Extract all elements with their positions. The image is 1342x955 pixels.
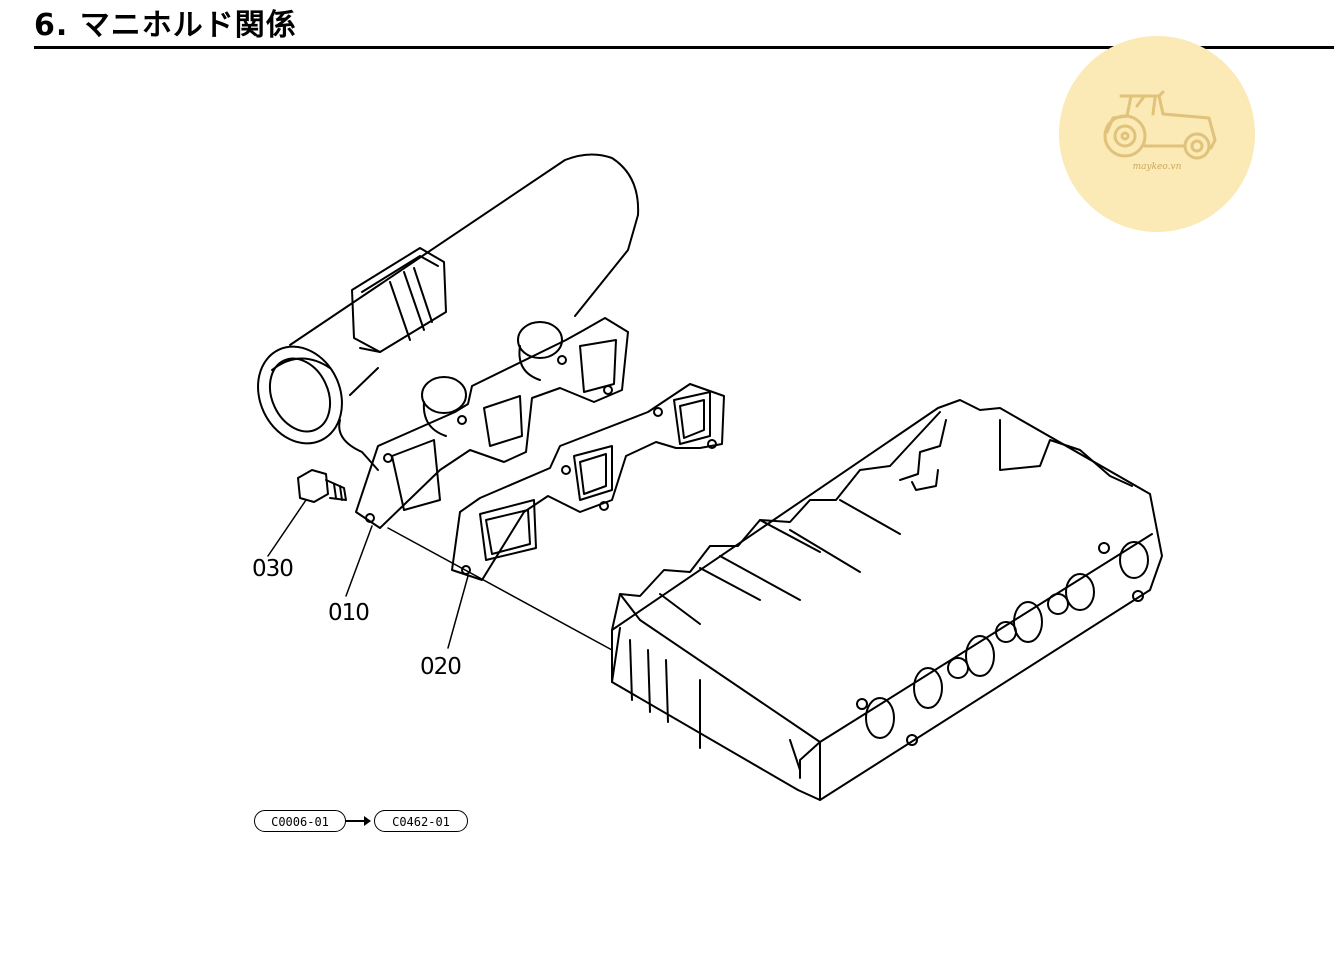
title-underline bbox=[34, 46, 1334, 49]
part-label-010: 010 bbox=[328, 600, 370, 626]
gasket-drawing bbox=[451, 383, 725, 581]
manifold-flange bbox=[355, 317, 629, 529]
bolt-drawing bbox=[297, 469, 347, 503]
watermark-text: maykeo.vn bbox=[1132, 162, 1182, 172]
page-title: 6. マニホルド関係 bbox=[34, 8, 297, 43]
part-label-030: 030 bbox=[252, 556, 294, 582]
reference-from-badge: C0006-01 bbox=[254, 810, 346, 832]
manifold-drawing bbox=[257, 153, 640, 471]
part-label-020: 020 bbox=[420, 654, 462, 680]
reference-to-badge: C0462-01 bbox=[374, 810, 468, 832]
cylinder-head-drawing bbox=[611, 399, 1163, 801]
tractor-icon bbox=[1103, 90, 1217, 160]
reference-arrow-icon bbox=[345, 816, 371, 826]
watermark-logo: maykeo.vn bbox=[1059, 36, 1255, 232]
